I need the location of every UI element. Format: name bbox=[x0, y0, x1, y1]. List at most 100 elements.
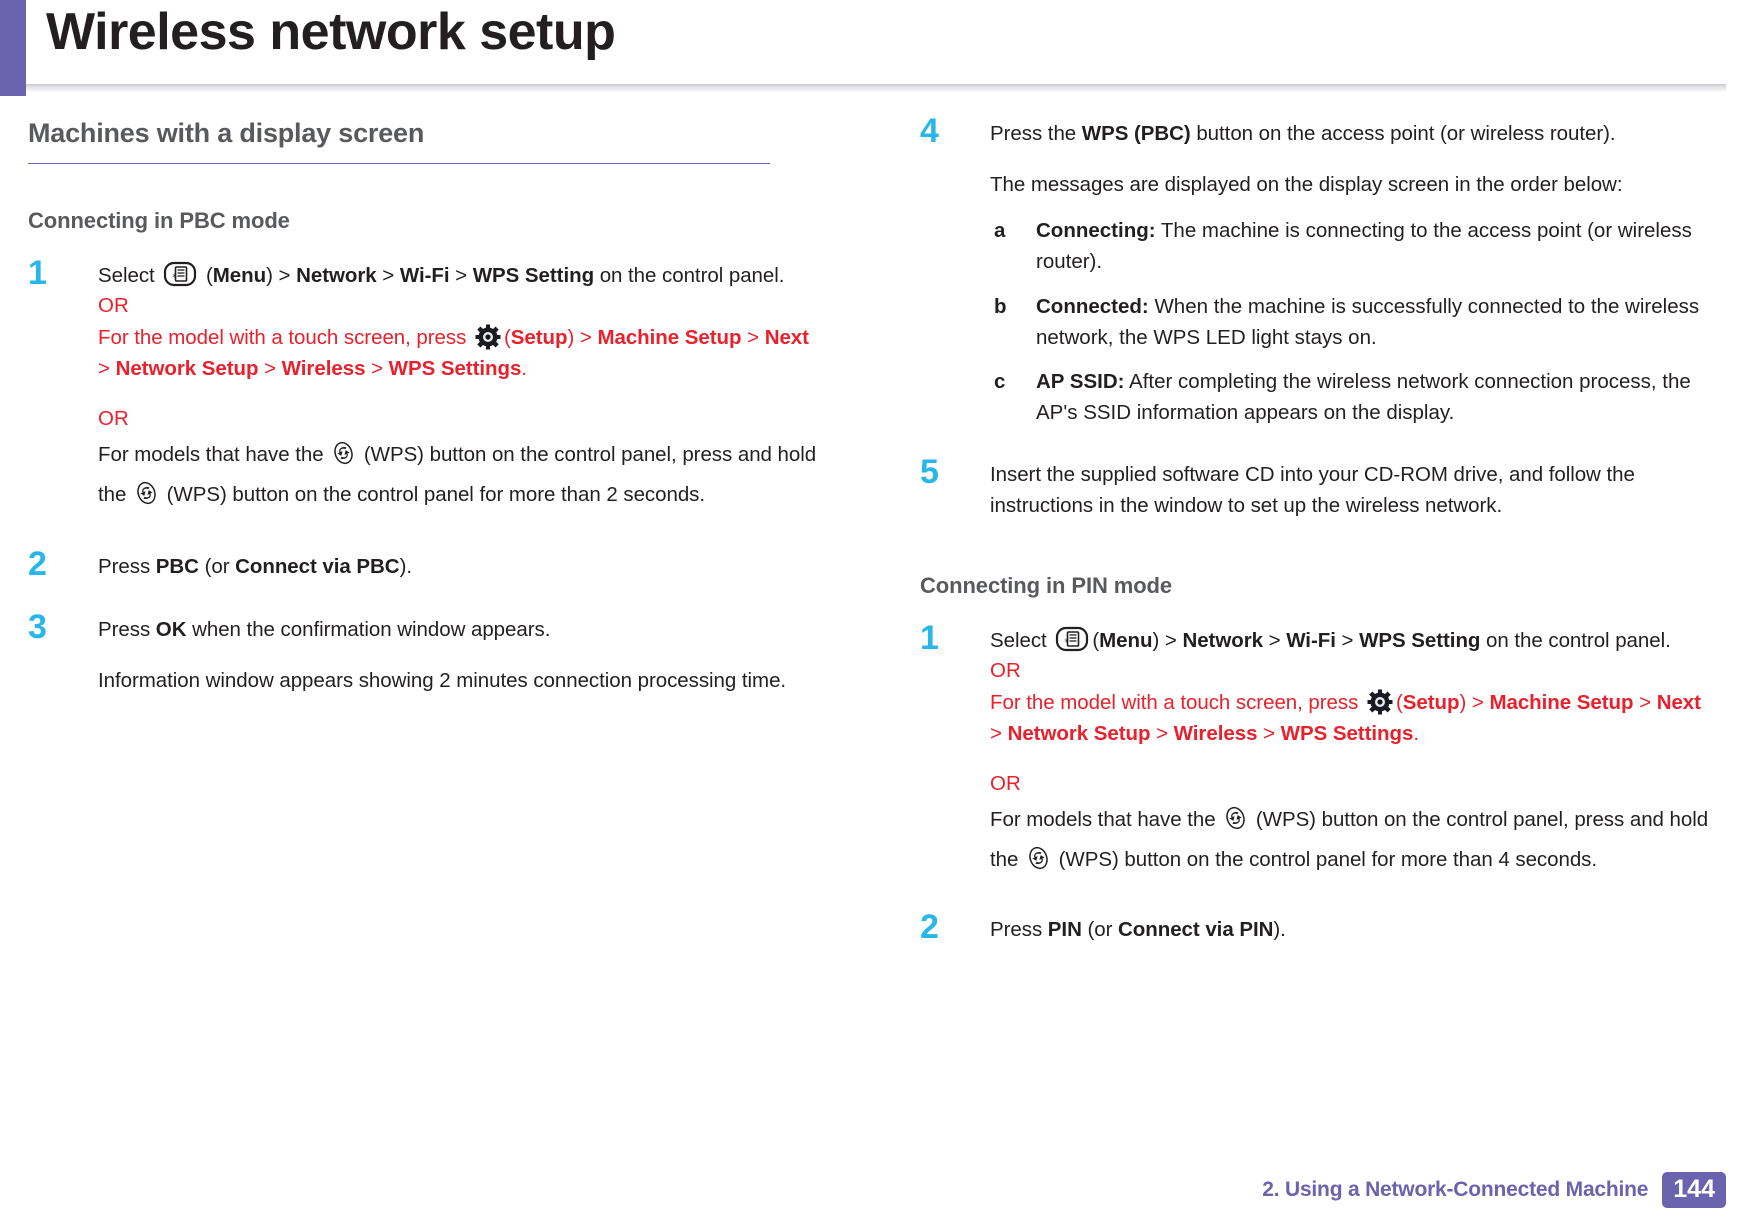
step-item: 5 Insert the supplied software CD into y… bbox=[920, 453, 1715, 521]
menu-close-paren: ) > bbox=[1152, 629, 1183, 653]
connect-via-pbc-label: Connect via PBC bbox=[235, 554, 400, 578]
wps-pbc-label: WPS (PBC) bbox=[1081, 122, 1191, 145]
list-marker: b bbox=[994, 294, 1007, 318]
connected-label: Connected: bbox=[1036, 294, 1149, 318]
step-number: 5 bbox=[920, 452, 939, 491]
ok-label: OK bbox=[155, 618, 187, 642]
menu-close-paren: ) > bbox=[266, 264, 297, 287]
press-word: Press bbox=[98, 618, 156, 642]
wps-icon bbox=[1027, 844, 1050, 870]
touch-period: . bbox=[521, 357, 527, 381]
step-number: 4 bbox=[920, 112, 939, 150]
step-5-text: Insert the supplied software CD into you… bbox=[990, 462, 1635, 517]
close-paren: ). bbox=[1273, 918, 1286, 942]
menu-open-paren: ( bbox=[1092, 629, 1100, 653]
wps-suffix-b: (WPS) button on the control panel, press bbox=[1250, 808, 1625, 832]
select-word: Select bbox=[990, 629, 1053, 653]
sep-1: > bbox=[376, 264, 400, 287]
control-panel-text: on the control panel. bbox=[1480, 629, 1671, 653]
footer-chapter-title: 2. Using a Network-Connected Machine bbox=[1262, 1178, 1649, 1201]
step-item: 2 Press PIN (or Connect via PIN). bbox=[920, 908, 1715, 946]
pbc-label: PBC bbox=[155, 554, 199, 578]
touch-screen-prefix: For the model with a touch screen, press bbox=[990, 691, 1364, 715]
access-point-text: button on the access point (or wireless … bbox=[1190, 122, 1616, 145]
touch-sep-2: > bbox=[990, 722, 1008, 746]
close-paren: ). bbox=[399, 554, 412, 578]
touch-sep-4: > bbox=[365, 357, 389, 381]
wps-setting-label: WPS Setting bbox=[472, 264, 595, 287]
step-number: 2 bbox=[920, 908, 939, 947]
or-open: (or bbox=[1081, 918, 1119, 942]
list-item: b Connected: When the machine is successf… bbox=[990, 292, 1715, 354]
next-label: Next bbox=[764, 325, 809, 349]
wps-icon bbox=[332, 439, 355, 465]
confirmation-text: when the confirmation window appears. bbox=[186, 618, 551, 642]
menu-icon: * bbox=[163, 261, 197, 287]
step-item: 3 Press OK when the confirmation window … bbox=[28, 608, 823, 696]
or-separator-1: OR bbox=[990, 659, 1021, 683]
wifi-label: Wi-Fi bbox=[1286, 629, 1336, 653]
touch-screen-instruction-1: For the model with a touch screen, press bbox=[98, 322, 823, 384]
wps-settings-label: WPS Settings bbox=[388, 357, 522, 381]
or-separator-2: OR bbox=[98, 407, 129, 431]
subsection-heading-pbc: Connecting in PBC mode bbox=[28, 208, 290, 233]
subsection-heading-pin: Connecting in PIN mode bbox=[920, 573, 1173, 599]
wps-prefix-c: and hold the bbox=[990, 808, 1709, 872]
connecting-label: Connecting: bbox=[1036, 219, 1156, 243]
touch-sep-1: > bbox=[1633, 691, 1657, 715]
network-label: Network bbox=[1182, 629, 1263, 653]
wps-setting-label: WPS Setting bbox=[1359, 629, 1481, 653]
touch-sep-3: > bbox=[258, 357, 282, 381]
pin-step-1-main-text: Select * (Menu) > Network > Wi-Fi > WPS … bbox=[990, 625, 1715, 656]
pin-step-2-text: Press PIN (or Connect via PIN). bbox=[990, 914, 1715, 945]
setup-label: Setup bbox=[510, 325, 568, 349]
pin-label: PIN bbox=[1047, 918, 1082, 942]
wireless-label: Wireless bbox=[281, 357, 366, 381]
ap-ssid-desc: After completing the wireless network co… bbox=[1036, 370, 1691, 425]
svg-text:*: * bbox=[173, 273, 178, 283]
or-separator-1: OR bbox=[98, 294, 129, 318]
select-word: Select bbox=[98, 264, 161, 287]
press-word: Press bbox=[990, 918, 1048, 942]
wps-suffix-d: (WPS) button on the control panel for mo… bbox=[161, 482, 706, 506]
step-2-text: Press PBC (or Connect via PBC). bbox=[98, 551, 823, 582]
network-setup-label: Network Setup bbox=[115, 357, 259, 381]
setup-close: ) > bbox=[567, 325, 598, 349]
connected-desc: When the machine is successfully connect… bbox=[1036, 294, 1700, 349]
touch-screen-instruction-2: For the model with a touch screen, press bbox=[990, 687, 1715, 749]
step-item: 1 Select * (Menu) > Network > Wi-Fi > WP… bbox=[28, 254, 823, 515]
wps-button-instruction-2: For models that have the (WPS) button on… bbox=[990, 800, 1715, 880]
step-number: 2 bbox=[28, 544, 47, 583]
press-word: Press bbox=[98, 554, 156, 578]
sep-2: > bbox=[449, 264, 473, 287]
or-open: (or bbox=[198, 554, 236, 578]
sep-2: > bbox=[1335, 629, 1360, 653]
touch-sep-4: > bbox=[1257, 722, 1281, 746]
page-footer: 2. Using a Network-Connected Machine 144 bbox=[1262, 1172, 1726, 1208]
step-3-text: Press OK when the confirmation window ap… bbox=[98, 614, 823, 645]
wps-suffix-b: (WPS) button on the control panel, press bbox=[358, 442, 733, 466]
setup-gear-icon bbox=[475, 324, 501, 350]
touch-screen-prefix: For the model with a touch screen, press bbox=[98, 325, 472, 349]
wifi-label: Wi-Fi bbox=[399, 264, 450, 287]
footer-page-number: 144 bbox=[1662, 1172, 1726, 1208]
machine-setup-label: Machine Setup bbox=[597, 325, 742, 349]
step-4-intro: The messages are displayed on the displa… bbox=[990, 173, 1623, 197]
setup-gear-icon bbox=[1367, 689, 1393, 715]
step-1-main-text: Select * (Menu) > Network > Wi-Fi > WPS … bbox=[98, 260, 823, 291]
right-column: 4 Press the WPS (PBC) button on the acce… bbox=[920, 112, 1715, 967]
touch-sep-3: > bbox=[1150, 722, 1174, 746]
header-rule-shadow bbox=[26, 84, 1726, 92]
or-separator-2: OR bbox=[990, 772, 1021, 796]
wps-prefix-c: and hold the bbox=[98, 442, 817, 506]
menu-open-paren: ( bbox=[200, 264, 213, 287]
touch-sep-2: > bbox=[98, 357, 116, 381]
connecting-desc: The machine is connecting to the access … bbox=[1036, 219, 1692, 274]
step-item: 1 Select * (Menu) > Network > Wi-Fi > WP… bbox=[920, 619, 1715, 880]
wps-icon bbox=[1224, 804, 1247, 830]
step-item: 4 Press the WPS (PBC) button on the acce… bbox=[920, 112, 1715, 429]
menu-label: Menu bbox=[212, 264, 267, 287]
